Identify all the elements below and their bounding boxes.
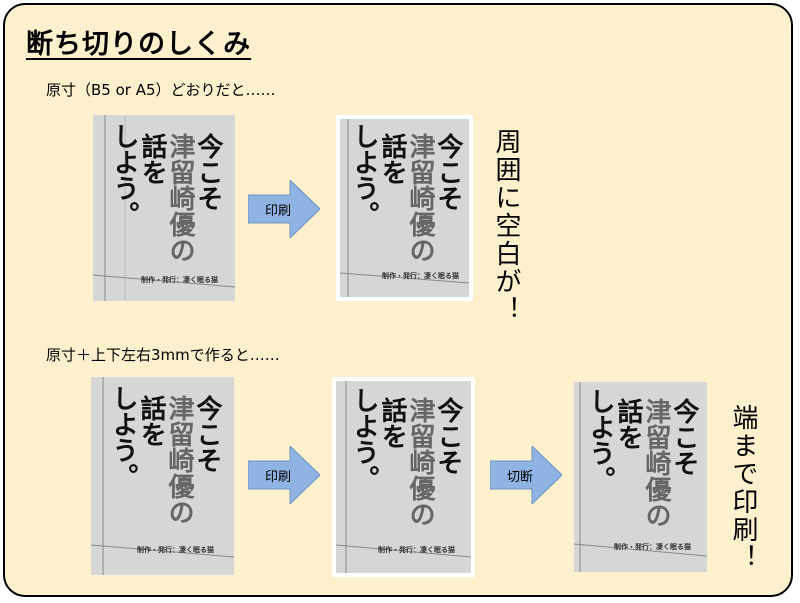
cover-title-line2: 津留崎優の: [405, 133, 435, 263]
cover-title-line2: 津留崎優の: [405, 397, 435, 527]
cover-guide-lines: [336, 381, 471, 573]
cover-title-line1: 今こそ: [669, 398, 699, 476]
cover-credit: 制作・発行：凄く眠る猫: [141, 276, 218, 284]
section1-caption: 原寸（B5 or A5）どおりだと……: [46, 81, 276, 99]
cover-credit: 制作・発行：凄く眠る猫: [137, 546, 214, 554]
cover-title-line1: 今こそ: [433, 397, 463, 475]
bleed-note: 端まで印刷！: [728, 404, 758, 572]
page-title: 断ち切りのしくみ: [26, 29, 252, 60]
cover-title-line1: 今こそ: [433, 133, 463, 211]
printed-bleed-cover: 今こそ 津留崎優の 話を しよう。 制作・発行：凄く眠る猫: [332, 377, 475, 577]
cover-title-line4: しよう。: [349, 123, 379, 227]
original-cover-1: 今こそ 津留崎優の 話を しよう。 制作・発行：凄く眠る猫: [93, 115, 235, 301]
cover-title-line3: 話を: [613, 398, 643, 450]
cover-title-line4: しよう。: [109, 123, 139, 227]
cover-title-line3: 話を: [137, 133, 167, 185]
cover-title-line1: 今こそ: [192, 395, 222, 473]
trimmed-cover: 今こそ 津留崎優の 話を しよう。 制作・発行：凄く眠る猫: [574, 382, 707, 572]
section2-caption: 原寸＋上下左右3mmで作ると……: [46, 346, 280, 364]
arrow-right-icon: [248, 446, 320, 504]
cover-title-line1: 今こそ: [193, 133, 223, 211]
cover-credit: 制作・発行：凄く眠る猫: [382, 272, 459, 280]
printed-cover-1: 今こそ 津留崎優の 話を しよう。 制作・発行：凄く眠る猫: [336, 115, 473, 301]
cover-guide-lines: [574, 382, 707, 572]
cut-arrow-label: 切断: [506, 470, 533, 485]
cover-guide-lines: [91, 377, 234, 575]
cover-title-line2: 津留崎優の: [641, 398, 671, 528]
cover-title-line4: しよう。: [108, 385, 138, 489]
cover-guide-lines: [93, 115, 235, 301]
cover-title-line3: 話を: [136, 395, 166, 447]
cut-arrow: 切断: [490, 446, 562, 504]
cover-title-line2: 津留崎優の: [164, 395, 194, 525]
cover-guide-lines: [340, 119, 469, 297]
margin-note: 周囲に空白が！: [491, 128, 521, 324]
cover-credit: 制作・発行：凄く眠る猫: [614, 543, 691, 551]
cover-credit: 制作・発行：凄く眠る猫: [378, 546, 455, 554]
cover-title-line3: 話を: [377, 133, 407, 185]
cover-title-line3: 話を: [377, 397, 407, 449]
print-arrow-1: 印刷: [248, 180, 320, 238]
cover-title-line4: しよう。: [349, 387, 379, 491]
arrow-right-icon: [248, 180, 320, 238]
arrow-right-icon: [490, 446, 562, 504]
cover-title-line2: 津留崎優の: [165, 133, 195, 263]
print-arrow-2-label: 印刷: [264, 470, 291, 485]
bleed-cover: 今こそ 津留崎優の 話を しよう。 制作・発行：凄く眠る猫: [91, 377, 234, 575]
print-arrow-2: 印刷: [248, 446, 320, 504]
cover-title-line4: しよう。: [585, 388, 615, 492]
print-arrow-1-label: 印刷: [264, 204, 291, 219]
